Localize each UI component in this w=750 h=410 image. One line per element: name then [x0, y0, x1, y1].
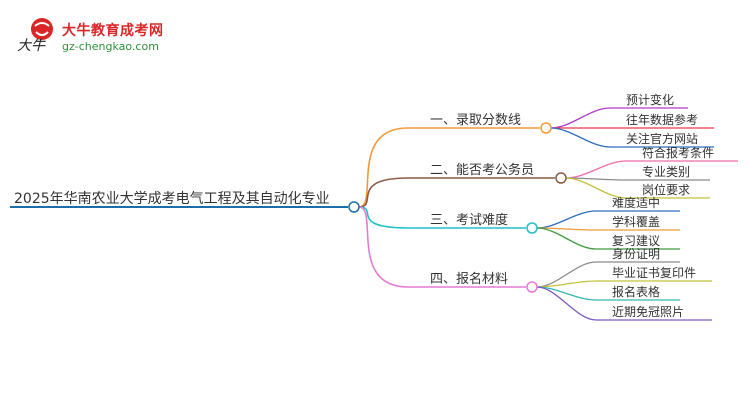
leaf-1-3-connector — [550, 127, 611, 148]
branch-4-label: 四、报名材料 — [430, 271, 508, 287]
leaf-4-2-connector — [536, 280, 597, 288]
leaf-3-2-label: 学科覆盖 — [612, 214, 660, 229]
leaf-2-3-connector — [565, 177, 627, 199]
branch-3-connector — [358, 206, 409, 229]
leaf-4-1-label: 身份证明 — [612, 246, 660, 261]
branch-4-connector — [358, 206, 409, 288]
logo-title: 大牛教育成考网 — [62, 23, 164, 39]
branch-1-label: 一、录取分数线 — [430, 113, 521, 128]
leaf-4-4-connector — [536, 286, 597, 321]
leaf-1-1-label: 预计变化 — [626, 92, 674, 107]
branch-1-connector — [358, 127, 409, 208]
leaf-2-1-label: 符合报考条件 — [642, 145, 714, 160]
logo-url: gz-chengkao.com — [62, 40, 159, 53]
branch-2-connector — [358, 177, 409, 208]
leaf-4-1-connector — [536, 261, 597, 288]
leaf-2-1-connector — [565, 160, 627, 179]
branch-4-handle[interactable] — [526, 281, 538, 293]
branch-2-handle[interactable] — [555, 172, 567, 184]
leaf-1-3-label: 关注官方网站 — [626, 131, 698, 146]
bull-logo-icon: 大牛 — [17, 18, 53, 54]
root-node-handle[interactable] — [348, 201, 360, 213]
leaf-3-3-label: 复习建议 — [612, 234, 660, 248]
leaf-2-3-label: 岗位要求 — [642, 182, 690, 197]
leaf-3-1-label: 难度适中 — [612, 195, 660, 210]
branch-2-label: 二、能否考公务员 — [430, 162, 534, 178]
branch-1-handle[interactable] — [540, 122, 552, 134]
branch-3-handle[interactable] — [526, 222, 538, 234]
mindmap-nodes: 2025年华南农业大学成考电气工程及其自动化专业 一、录取分数线 预计变化往年数据参… — [14, 92, 714, 319]
leaf-1-1-connector — [550, 107, 611, 129]
leaf-2-2-label: 专业类别 — [642, 164, 690, 179]
leaf-4-4-label: 近期免冠照片 — [612, 304, 684, 319]
leaf-4-2-label: 毕业证书复印件 — [612, 266, 696, 280]
root-node-label: 2025年华南农业大学成考电气工程及其自动化专业 — [14, 191, 330, 207]
leaf-3-3-connector — [536, 227, 597, 250]
leaf-1-2-label: 往年数据参考 — [626, 112, 698, 127]
branch-3-label: 三、考试难度 — [430, 212, 508, 228]
logo-mark-text: 大牛 — [17, 38, 46, 54]
leaf-3-1-connector — [536, 210, 597, 229]
leaf-4-3-label: 报名表格 — [612, 284, 660, 299]
site-logo[interactable]: 大牛 大牛教育成考网 gz-chengkao.com — [14, 14, 204, 60]
mindmap-edges — [10, 107, 738, 321]
